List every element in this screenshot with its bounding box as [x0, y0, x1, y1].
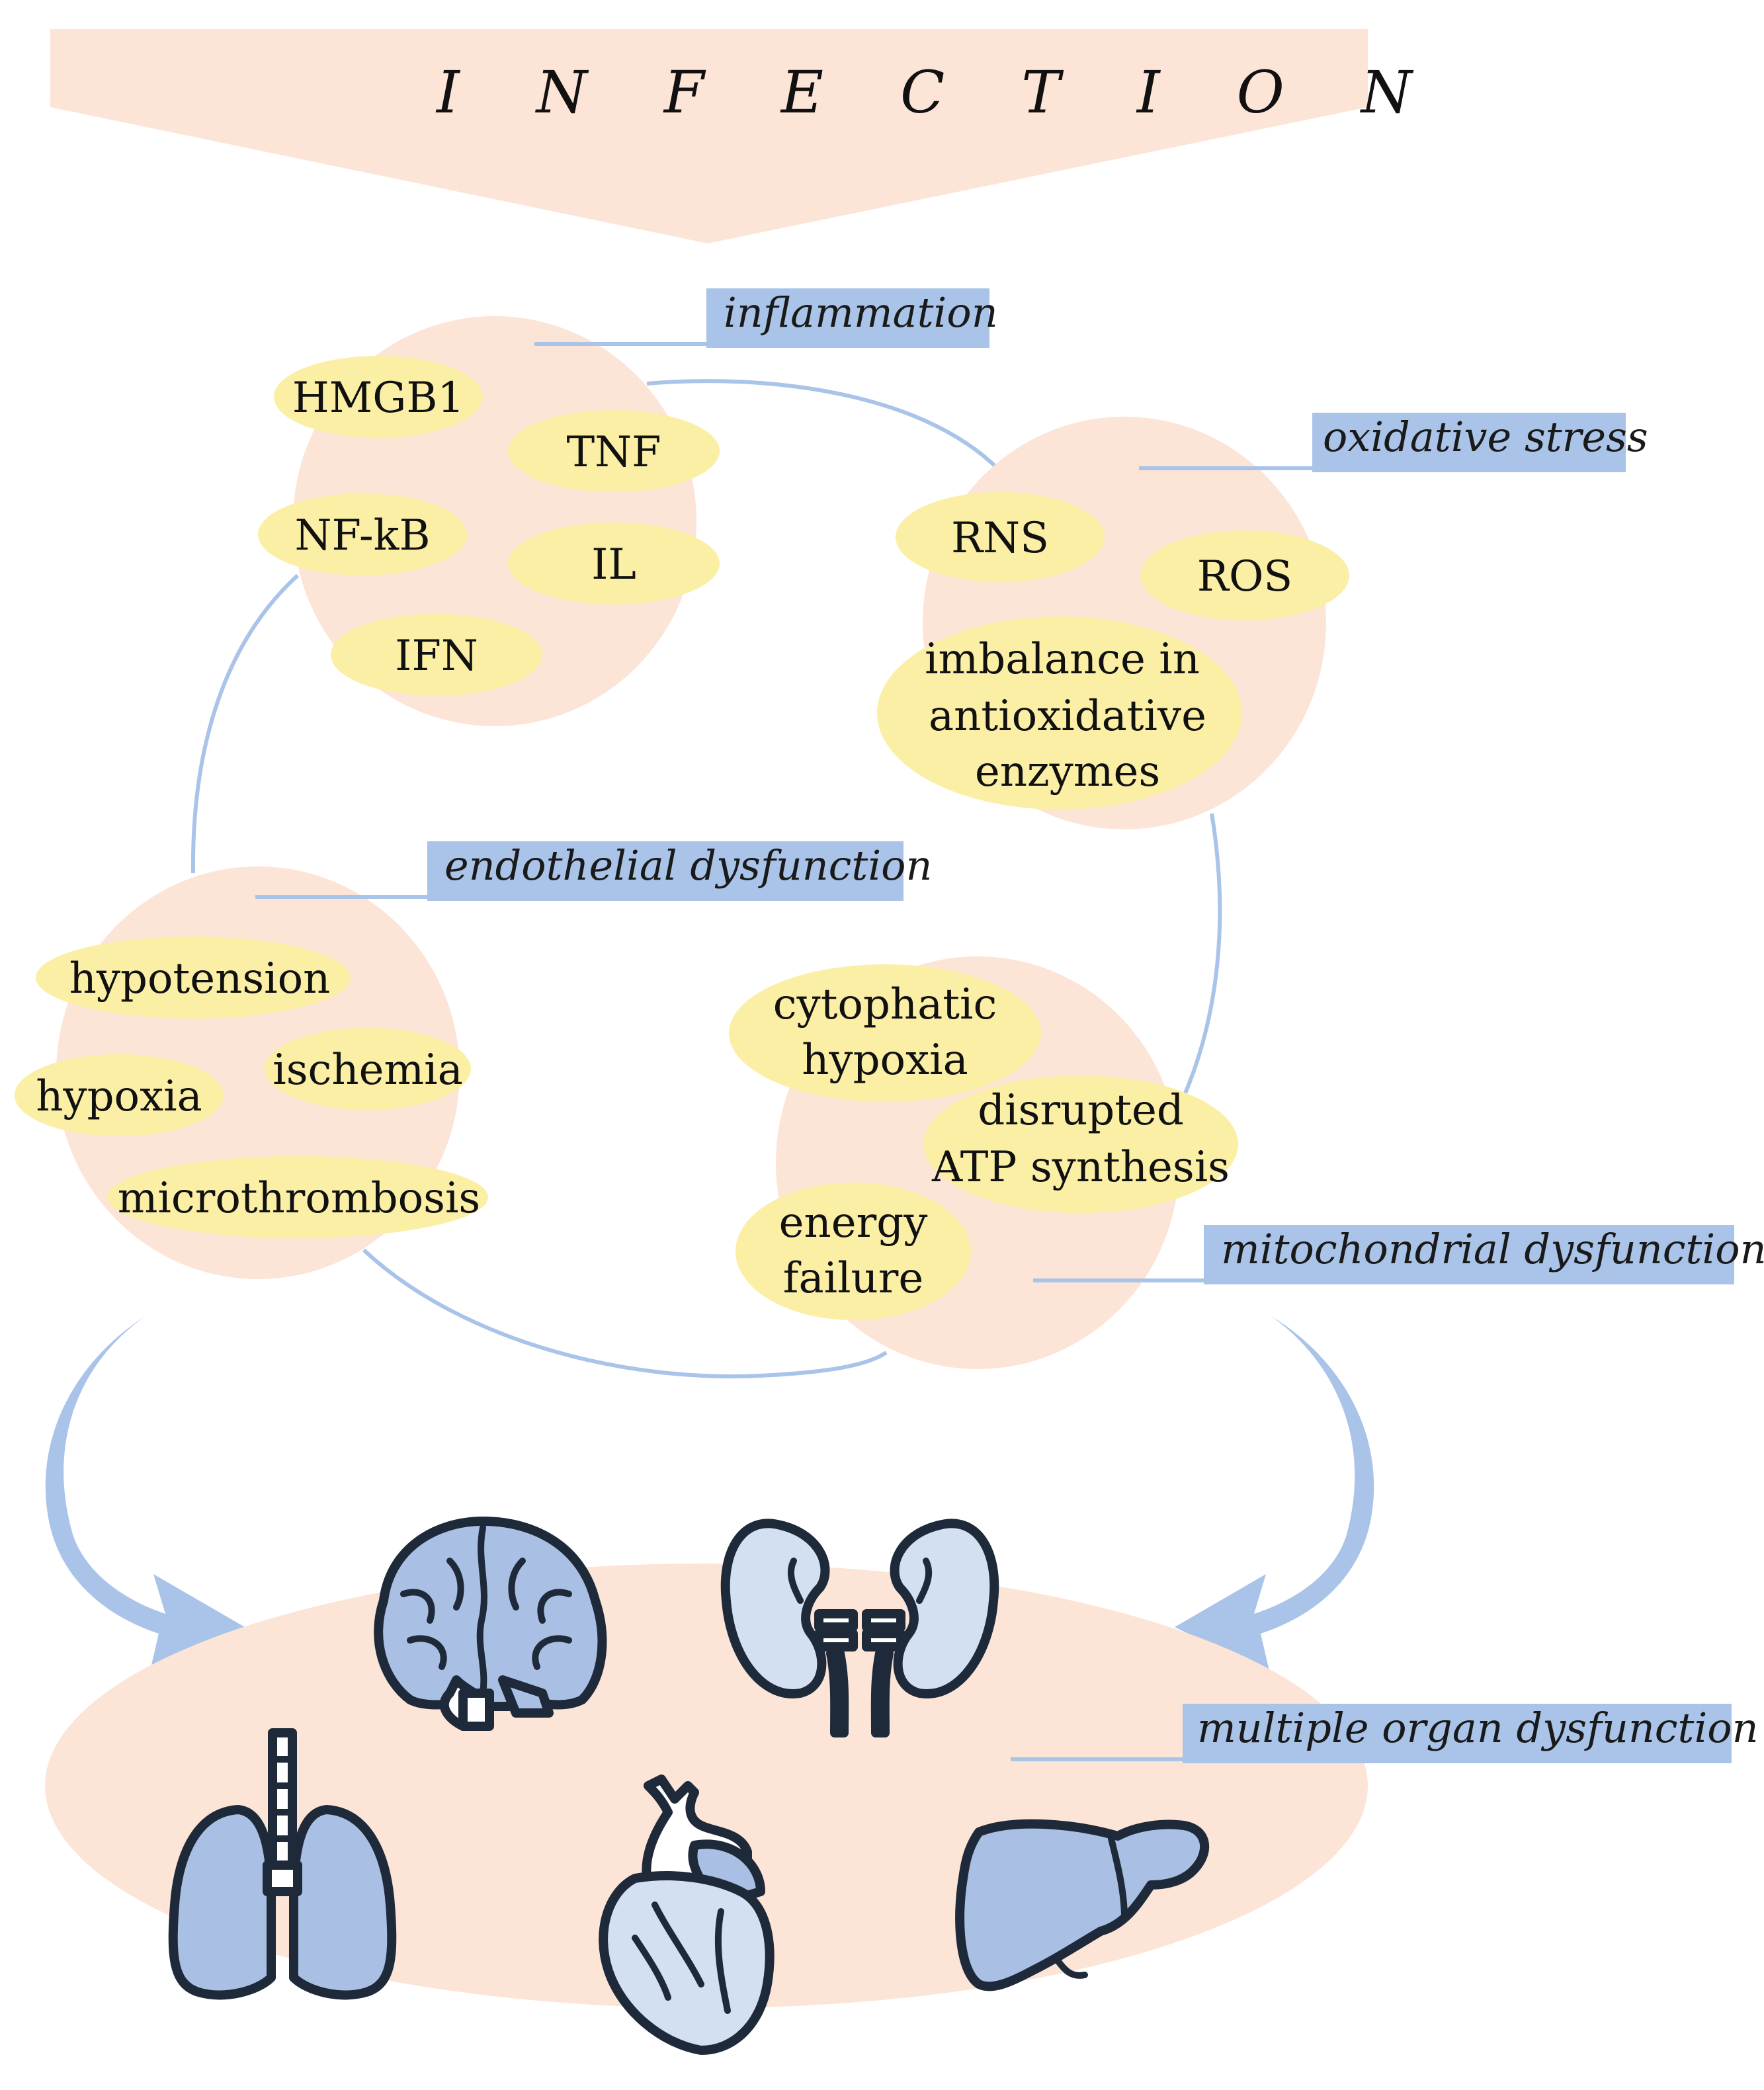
organ-label-box — [1183, 1704, 1732, 1763]
term-ischemia: ischemia — [273, 1046, 463, 1095]
inflammation-label-box — [706, 288, 989, 348]
bubble-ischemia — [265, 1028, 471, 1110]
kidneys-icon — [720, 1519, 999, 1737]
organ-label: multiple organ dysfunction — [1197, 1704, 1759, 1752]
mitochondrial-label: mitochondrial dysfunction — [1221, 1225, 1764, 1273]
lungs-icon — [168, 1728, 397, 2000]
term-cytophatic-line1: cytophatic — [773, 980, 997, 1029]
bubble-hmgb1 — [274, 356, 483, 438]
term-disrupted-line2: ATP synthesis — [931, 1143, 1230, 1192]
bubble-il — [508, 522, 720, 605]
bubble-ifn — [331, 614, 542, 696]
bubble-antioxidative — [877, 616, 1242, 810]
term-ifn: IFN — [395, 632, 478, 681]
term-hypoxia: hypoxia — [36, 1072, 202, 1121]
bubble-cytophatic — [729, 964, 1041, 1102]
bubble-disrupted-atp — [923, 1075, 1238, 1213]
heart-icon — [599, 1775, 775, 2055]
cycle-arc-left — [190, 573, 300, 874]
liver-icon — [955, 1819, 1209, 1991]
infection-arrow — [50, 29, 1368, 243]
cycle-arc-right — [1172, 813, 1222, 1119]
term-energy-line1: energy — [779, 1198, 928, 1247]
term-rns: RNS — [951, 514, 1049, 563]
term-cytophatic-line2: hypoxia — [802, 1036, 968, 1085]
bubble-hypoxia — [15, 1054, 224, 1136]
bubble-energy-failure — [735, 1183, 971, 1320]
left-curved-arrow — [45, 1316, 245, 1673]
term-antioxidative-line1: imbalance in — [925, 635, 1200, 684]
term-disrupted-line1: disrupted — [978, 1086, 1184, 1135]
bubble-rns — [896, 492, 1105, 582]
inflammation-label: inflammation — [724, 288, 998, 337]
term-ros: ROS — [1197, 552, 1293, 601]
brain-icon — [374, 1517, 607, 1731]
bubble-ros — [1140, 530, 1349, 620]
bubble-tnf — [508, 410, 720, 492]
cycle-arc-bottom — [362, 1248, 888, 1379]
endothelial-label-box — [427, 841, 903, 901]
cycle-arc-top — [646, 379, 1001, 472]
term-tnf: TNF — [566, 428, 661, 477]
term-nfkb: NF-kB — [295, 511, 431, 560]
term-antioxidative-line2: antioxidative — [929, 692, 1206, 741]
oxidative-stress-label-box — [1312, 413, 1626, 472]
bubble-nfkb — [258, 493, 467, 575]
term-hypotension: hypotension — [69, 954, 331, 1003]
mitochondrial-label-box — [1204, 1225, 1734, 1284]
endothelial-label: endothelial dysfunction — [444, 841, 932, 890]
bubble-microthrombosis — [107, 1156, 488, 1238]
bubble-hypotension — [36, 937, 351, 1019]
oxidative-stress-label: oxidative stress — [1323, 413, 1648, 461]
term-hmgb1: HMGB1 — [292, 374, 464, 423]
term-energy-line2: failure — [783, 1254, 923, 1303]
infection-title: I N F E C T I O N — [435, 58, 1441, 126]
term-antioxidative-line3: enzymes — [975, 747, 1160, 796]
term-microthrombosis: microthrombosis — [118, 1174, 481, 1223]
right-curved-arrow — [1175, 1316, 1374, 1673]
term-il: IL — [591, 540, 636, 589]
